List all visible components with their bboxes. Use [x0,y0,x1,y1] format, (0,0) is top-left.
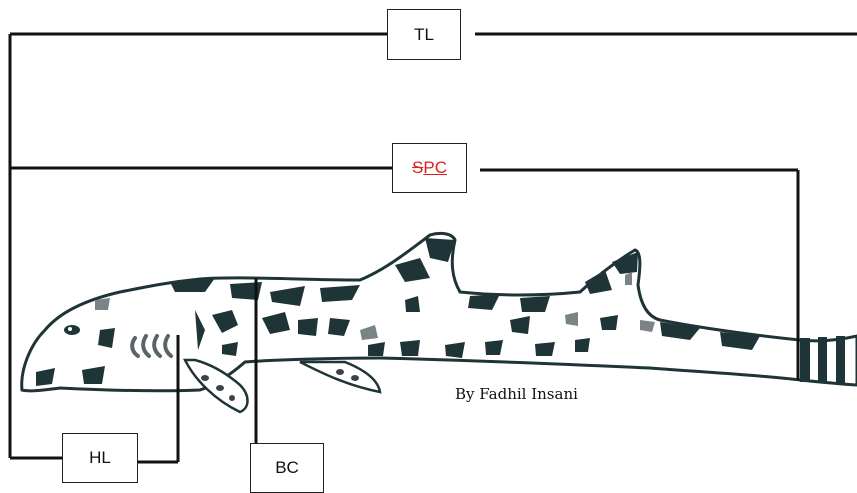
hl-label-box: HL [62,433,138,483]
pelvic-fin [300,362,380,392]
hl-label: HL [89,448,111,468]
spc-label-box: SPC [392,143,467,193]
tl-label-box: TL [387,9,461,60]
spc-rest-letters: PC [423,158,447,177]
spc-label: SPC [412,158,447,178]
tail-stripes [800,336,845,384]
tl-label: TL [414,25,434,45]
author-credit: By Fadhil Insani [455,385,578,403]
bc-label-box: BC [250,443,324,493]
spc-struck-letter: S [412,158,423,177]
bc-label: BC [275,458,299,478]
shark-eye [64,325,80,335]
